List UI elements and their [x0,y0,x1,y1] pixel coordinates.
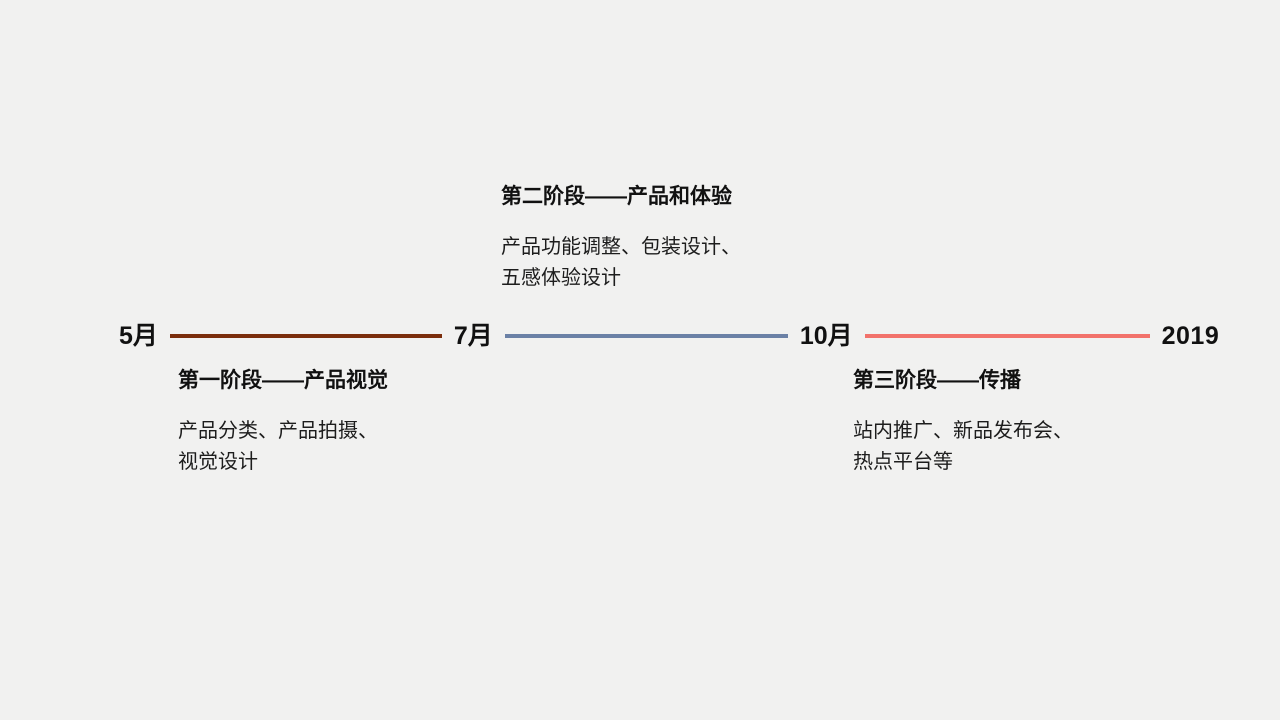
phase-block-2: 第二阶段——产品和体验 产品功能调整、包装设计、 五感体验设计 [501,184,741,294]
axis-milestone-october: 10月 [799,321,853,350]
phase-1-description: 产品分类、产品拍摄、 视觉设计 [178,420,378,474]
timeline-axis: 5月 7月 10月 2019 [0,318,1280,354]
phase-1-title: 第一阶段——产品视觉 [178,369,388,392]
timeline-segment-3 [864,334,1150,338]
axis-label-start: 5月 [119,321,158,350]
axis-milestone-july: 7月 [453,321,493,350]
timeline-segment-1 [169,334,442,338]
phase-block-3: 第三阶段——传播 站内推广、新品发布会、 热点平台等 [853,368,1073,478]
phase-3-title: 第三阶段——传播 [853,369,1021,392]
axis-label-end: 2019 [1161,321,1220,350]
timeline-segment-2 [504,334,788,338]
phase-block-1: 第一阶段——产品视觉 产品分类、产品拍摄、 视觉设计 [178,368,388,478]
phase-3-description: 站内推广、新品发布会、 热点平台等 [853,420,1073,474]
phase-2-description: 产品功能调整、包装设计、 五感体验设计 [501,236,741,290]
phase-2-title: 第二阶段——产品和体验 [501,185,732,208]
